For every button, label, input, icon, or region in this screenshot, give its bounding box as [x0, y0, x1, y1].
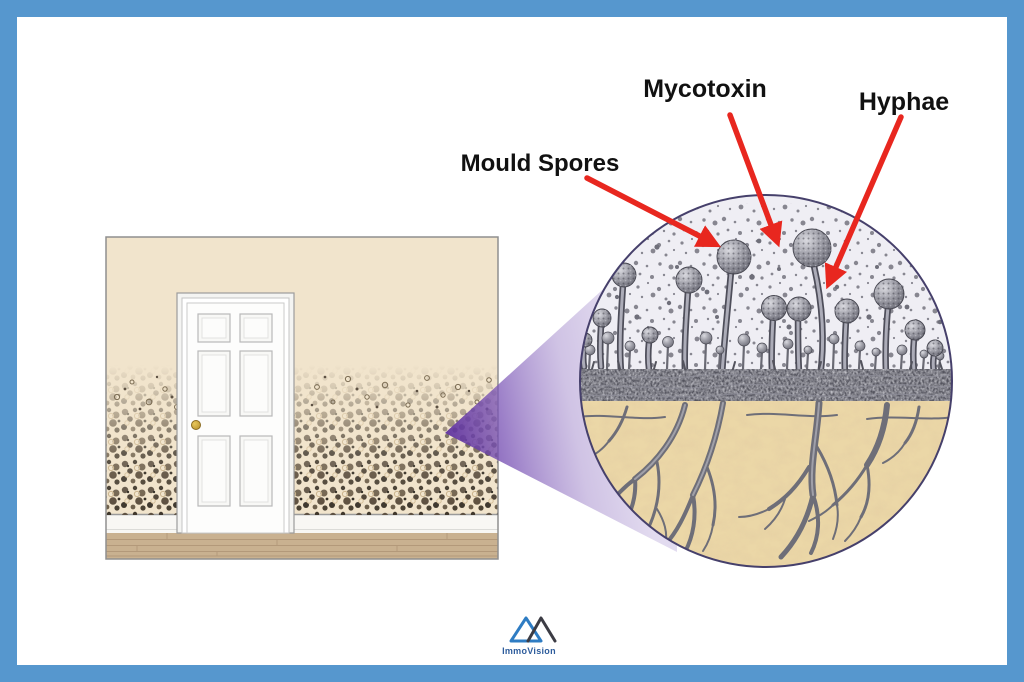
wood-floor — [106, 533, 498, 559]
wall-illustration — [105, 236, 499, 560]
spore-heads — [580, 228, 944, 357]
small-spore-heads — [584, 331, 945, 361]
label-mould-spores: Mould Spores — [461, 150, 620, 177]
magnifier-circle-outline — [579, 194, 953, 568]
logo-mountain-dark-icon — [526, 616, 557, 643]
mycelium-mat — [580, 360, 952, 403]
label-mycotoxin: Mycotoxin — [643, 75, 767, 103]
logo-text: ImmoVision — [502, 646, 556, 656]
annotation-arrows — [584, 112, 904, 290]
arrow-mycotoxin — [727, 112, 783, 248]
diagram-canvas: Mould Spores Mycotoxin Hyphae ImmoVision — [105, 75, 953, 656]
door-knob — [191, 420, 201, 430]
magnified-circle — [579, 194, 953, 568]
baseboard — [106, 513, 498, 533]
door-panels — [197, 313, 273, 507]
arrow-hyphae — [824, 114, 904, 290]
arrow-mould-spores — [584, 175, 722, 248]
label-hyphae: Hyphae — [859, 88, 949, 116]
door — [176, 292, 295, 534]
mould-growth — [106, 365, 498, 515]
logo: ImmoVision — [502, 616, 557, 656]
small-stalks — [587, 340, 942, 371]
labels: Mould Spores Mycotoxin Hyphae — [461, 75, 950, 177]
logo-mountain-blue-icon — [509, 616, 543, 643]
